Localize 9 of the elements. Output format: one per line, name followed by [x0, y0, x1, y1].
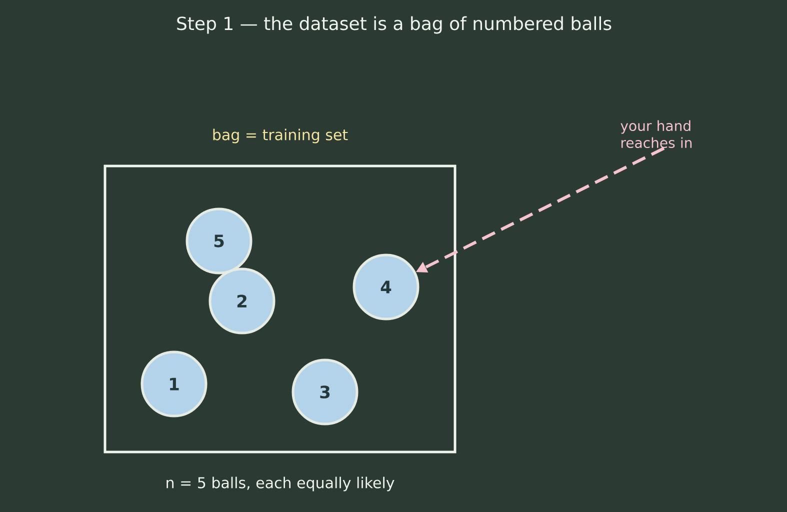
bag-note: n = 5 balls, each equally likely — [166, 476, 394, 492]
ball: 2 — [208, 268, 276, 334]
ball: 3 — [292, 358, 358, 426]
box-heading: bag = training set — [213, 128, 348, 144]
ball: 4 — [352, 254, 420, 320]
ball: 5 — [186, 208, 252, 274]
annotation-text: your hand reaches in — [620, 120, 692, 148]
title: Step 1 — the dataset is a bag of numbered balls — [177, 16, 612, 34]
ball: 1 — [140, 350, 208, 418]
